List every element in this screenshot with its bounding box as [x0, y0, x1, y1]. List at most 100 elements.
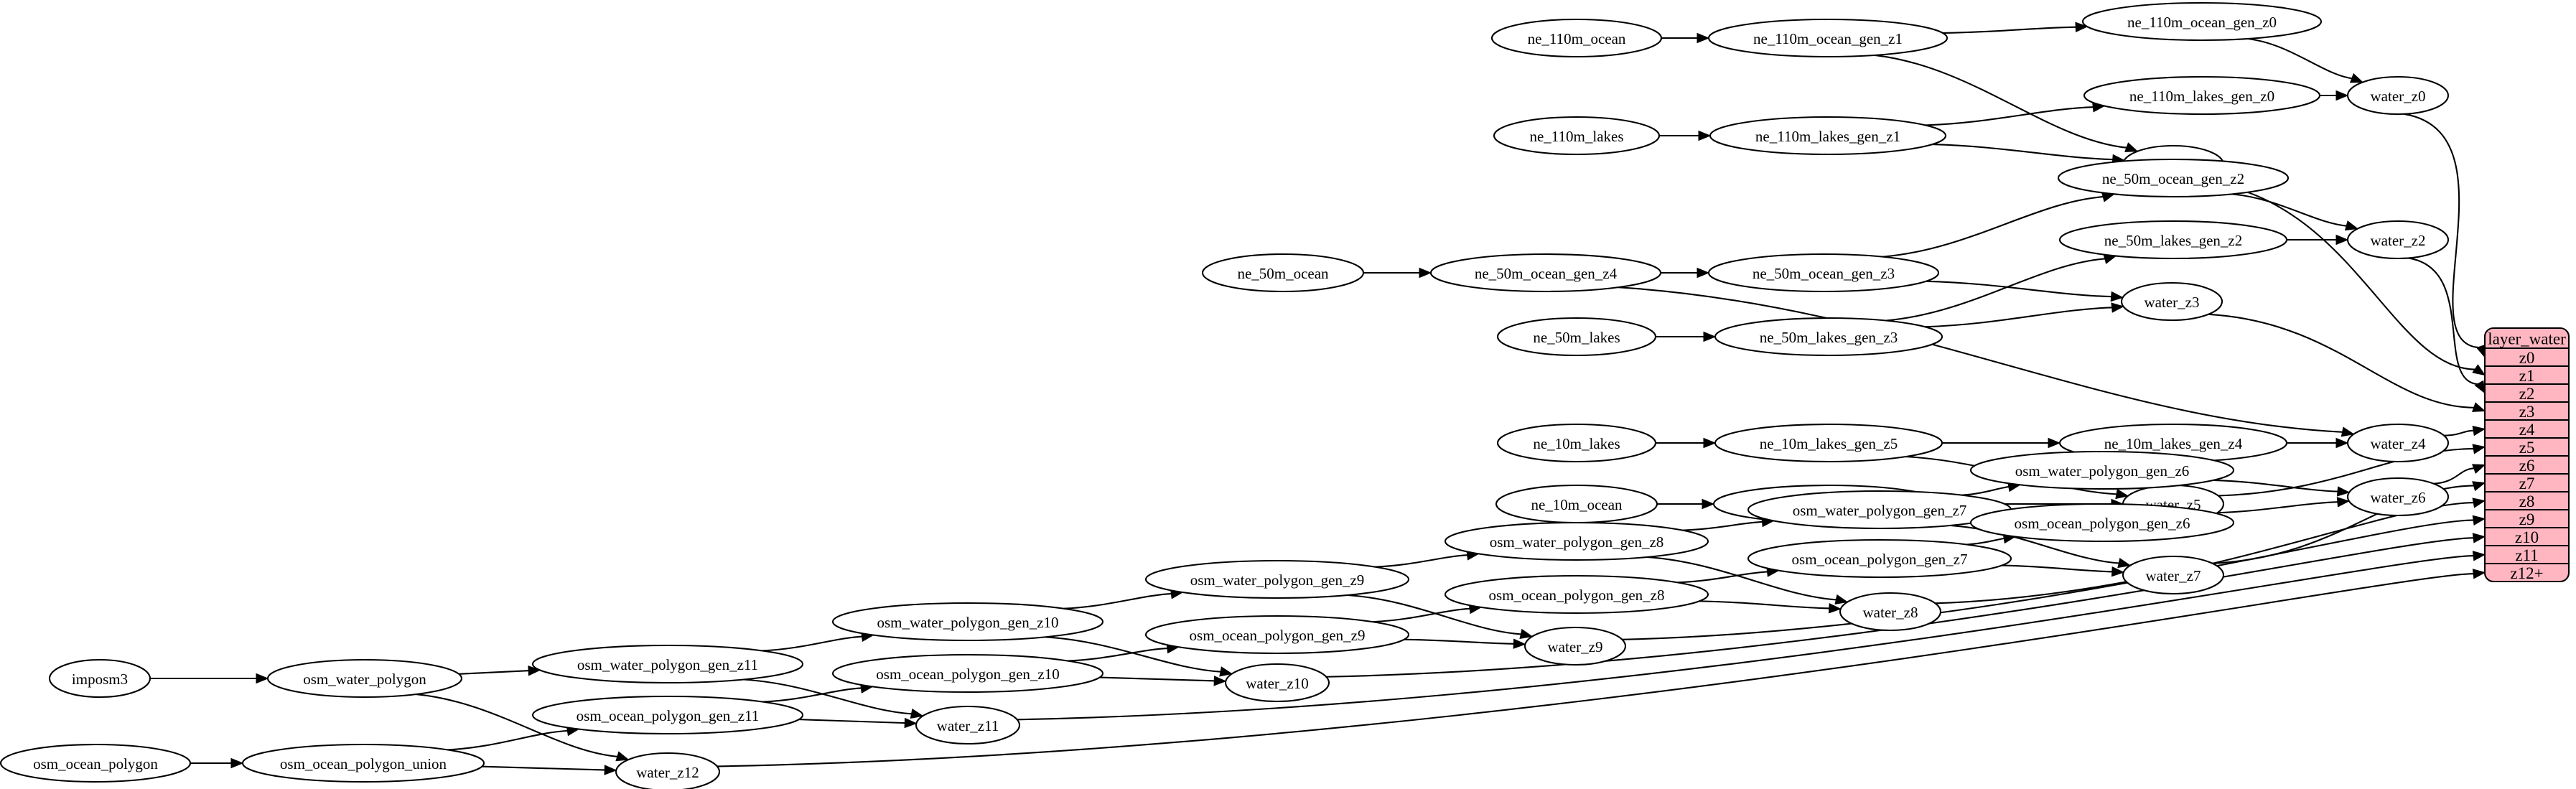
node-shape — [1969, 503, 2235, 543]
node-osm_ocean_polygon_gen_z10[interactable]: osm_ocean_polygon_gen_z10 — [831, 653, 1104, 694]
table-row-z0[interactable]: z0 — [2519, 349, 2535, 367]
arrowhead-icon — [2472, 402, 2486, 412]
arrowhead-icon — [2474, 380, 2486, 394]
node-water_z6[interactable]: water_z6 — [2346, 477, 2450, 517]
node-osm_ocean_polygon_gen_z9[interactable]: osm_ocean_polygon_gen_z9 — [1144, 615, 1410, 655]
arrowhead-icon — [615, 751, 630, 762]
node-shape — [2122, 555, 2225, 595]
node-shape — [531, 695, 804, 735]
arrowhead-icon — [1703, 331, 1717, 342]
edge-ne_110m_lakes_gen_z1-to-ne_110m_lakes_gen_z0 — [1925, 106, 2095, 126]
node-ne_10m_lakes_gen_z5[interactable]: ne_10m_lakes_gen_z5 — [1714, 423, 1943, 463]
node-osm_water_polygon_gen_z10[interactable]: osm_water_polygon_gen_z10 — [831, 602, 1104, 642]
edge-osm_ocean_polygon_gen_z7-to-water_z7 — [2002, 564, 2114, 573]
node-ne_50m_ocean[interactable]: ne_50m_ocean — [1201, 253, 1365, 293]
arrowhead-icon — [2335, 234, 2349, 246]
table-row-z8[interactable]: z8 — [2519, 492, 2535, 510]
table-row-z2[interactable]: z2 — [2519, 385, 2535, 403]
node-water_z0[interactable]: water_z0 — [2346, 75, 2450, 116]
edge-water_z1-to-layer_water_z1 — [2197, 179, 2477, 370]
node-ne_110m_lakes_gen_z0[interactable]: ne_110m_lakes_gen_z0 — [2083, 75, 2321, 116]
node-water_z11[interactable]: water_z11 — [915, 705, 1021, 745]
arrowhead-icon — [2472, 464, 2486, 474]
node-ne_10m_ocean[interactable]: ne_10m_ocean — [1495, 484, 1658, 524]
node-ne_50m_lakes[interactable]: ne_50m_lakes — [1496, 317, 1657, 357]
node-osm_water_polygon[interactable]: osm_water_polygon — [266, 658, 463, 699]
node-ne_110m_ocean[interactable]: ne_110m_ocean — [1490, 18, 1663, 58]
edge-osm_ocean_polygon_union-to-osm_ocean_polygon_gen_z11 — [447, 729, 569, 751]
node-osm_water_polygon_gen_z8[interactable]: osm_water_polygon_gen_z8 — [1444, 521, 1709, 561]
edge-osm_ocean_polygon_gen_z10-to-osm_ocean_polygon_gen_z9 — [1068, 647, 1169, 662]
edge-water_z4-to-layer_water_z4 — [2444, 429, 2475, 436]
node-osm_ocean_polygon_union[interactable]: osm_ocean_polygon_union — [241, 743, 485, 783]
node-osm_ocean_polygon[interactable]: osm_ocean_polygon — [0, 743, 192, 783]
node-osm_ocean_polygon_gen_z7[interactable]: osm_ocean_polygon_gen_z7 — [1747, 538, 2012, 579]
node-osm_water_polygon_gen_z11[interactable]: osm_water_polygon_gen_z11 — [531, 644, 804, 684]
edge-water_z3-to-layer_water_z3 — [2208, 313, 2475, 408]
node-ne_50m_ocean_gen_z2[interactable]: ne_50m_ocean_gen_z2 — [2057, 158, 2290, 198]
layer-water-table-title: layer_water — [2488, 330, 2566, 348]
node-shape — [1444, 574, 1709, 615]
node-water_z4[interactable]: water_z4 — [2346, 423, 2450, 463]
node-water_z3[interactable]: water_z3 — [2120, 281, 2223, 322]
node-ne_50m_ocean_gen_z3[interactable]: ne_50m_ocean_gen_z3 — [1707, 253, 1940, 293]
table-row-z3[interactable]: z3 — [2519, 403, 2535, 421]
table-row-z12plus[interactable]: z12+ — [2510, 564, 2543, 582]
node-shape — [1495, 484, 1658, 524]
node-shape — [1493, 116, 1661, 156]
node-shape — [1714, 423, 1943, 463]
node-ne_110m_ocean_gen_z0[interactable]: ne_110m_ocean_gen_z0 — [2081, 1, 2323, 42]
arrowhead-icon — [2335, 90, 2349, 101]
edge-ne_50m_lakes_gen_z3-to-water_z3 — [1925, 307, 2114, 328]
node-ne_10m_lakes[interactable]: ne_10m_lakes — [1496, 423, 1657, 463]
edge-ne_50m_lakes_gen_z3-to-ne_50m_lakes_gen_z2 — [1885, 258, 2106, 322]
table-row-z9[interactable]: z9 — [2519, 510, 2535, 528]
node-shape — [1709, 116, 1947, 156]
edge-osm_water_polygon_gen_z8-to-water_z8 — [1646, 556, 1838, 601]
node-water_z10[interactable]: water_z10 — [1224, 663, 1330, 703]
node-osm_ocean_polygon_gen_z11[interactable]: osm_ocean_polygon_gen_z11 — [531, 695, 804, 735]
node-shape — [2120, 281, 2223, 322]
table-row-z4[interactable]: z4 — [2519, 421, 2535, 439]
node-osm_ocean_polygon_gen_z8[interactable]: osm_ocean_polygon_gen_z8 — [1444, 574, 1709, 615]
node-water_z2[interactable]: water_z2 — [2346, 220, 2450, 260]
node-ne_110m_lakes[interactable]: ne_110m_lakes — [1493, 116, 1661, 156]
edge-osm_water_polygon_gen_z10-to-osm_water_polygon_gen_z9 — [1063, 592, 1173, 610]
node-water_z8[interactable]: water_z8 — [1839, 592, 1942, 632]
node-shape — [831, 653, 1104, 694]
node-osm_water_polygon_gen_z9[interactable]: osm_water_polygon_gen_z9 — [1144, 559, 1410, 599]
edge-osm_water_polygon_gen_z6-to-water_z6 — [2213, 479, 2340, 492]
arrowhead-icon — [256, 673, 269, 684]
node-ne_50m_lakes_gen_z3[interactable]: ne_50m_lakes_gen_z3 — [1714, 317, 1943, 357]
node-osm_water_polygon_gen_z6[interactable]: osm_water_polygon_gen_z6 — [1969, 450, 2235, 490]
node-shape — [1747, 538, 2012, 579]
node-shape — [1224, 663, 1330, 703]
edge-ne_50m_ocean_gen_z4-to-water_z4 — [1618, 286, 2344, 433]
table-row-z10[interactable]: z10 — [2515, 528, 2539, 546]
table-row-z1[interactable]: z1 — [2519, 367, 2535, 385]
node-water_z9[interactable]: water_z9 — [1523, 626, 1627, 666]
edge-osm_ocean_polygon_gen_z11-to-water_z11 — [798, 719, 907, 724]
table-row-z6[interactable]: z6 — [2519, 457, 2535, 475]
arrowhead-icon — [2124, 142, 2139, 152]
node-water_z7[interactable]: water_z7 — [2122, 555, 2225, 595]
node-ne_110m_ocean_gen_z1[interactable]: ne_110m_ocean_gen_z1 — [1707, 18, 1949, 58]
node-ne_110m_lakes_gen_z1[interactable]: ne_110m_lakes_gen_z1 — [1709, 116, 1947, 156]
node-ne_50m_lakes_gen_z2[interactable]: ne_50m_lakes_gen_z2 — [2058, 220, 2288, 260]
node-imposm3[interactable]: imposm3 — [48, 658, 151, 699]
edge-osm_ocean_polygon_gen_z9-to-osm_ocean_polygon_gen_z8 — [1372, 607, 1472, 623]
arrowhead-icon — [1219, 666, 1233, 677]
table-row-z11[interactable]: z11 — [2515, 546, 2538, 564]
table-row-z5[interactable]: z5 — [2519, 439, 2535, 457]
table-row-z7[interactable]: z7 — [2519, 475, 2535, 492]
edge-ne_110m_ocean_gen_z0-to-water_z0 — [2247, 37, 2353, 80]
node-shape — [1496, 423, 1657, 463]
edge-osm_water_polygon-to-water_z12 — [416, 694, 619, 758]
node-osm_ocean_polygon_gen_z6[interactable]: osm_ocean_polygon_gen_z6 — [1969, 503, 2235, 543]
node-water_z12[interactable]: water_z12 — [615, 752, 721, 789]
edge-osm_ocean_polygon_gen_z8-to-water_z8 — [1699, 600, 1831, 610]
node-shape — [1490, 18, 1663, 58]
arrowhead-icon — [2472, 515, 2486, 526]
arrowhead-icon — [904, 717, 918, 729]
node-ne_50m_ocean_gen_z4[interactable]: ne_50m_ocean_gen_z4 — [1429, 253, 1662, 293]
